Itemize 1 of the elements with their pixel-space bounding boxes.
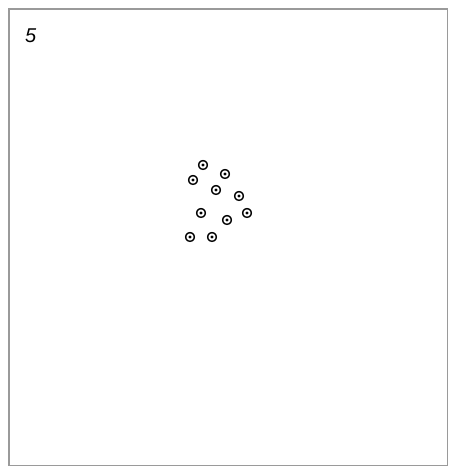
panel-number: 5 — [25, 26, 36, 46]
